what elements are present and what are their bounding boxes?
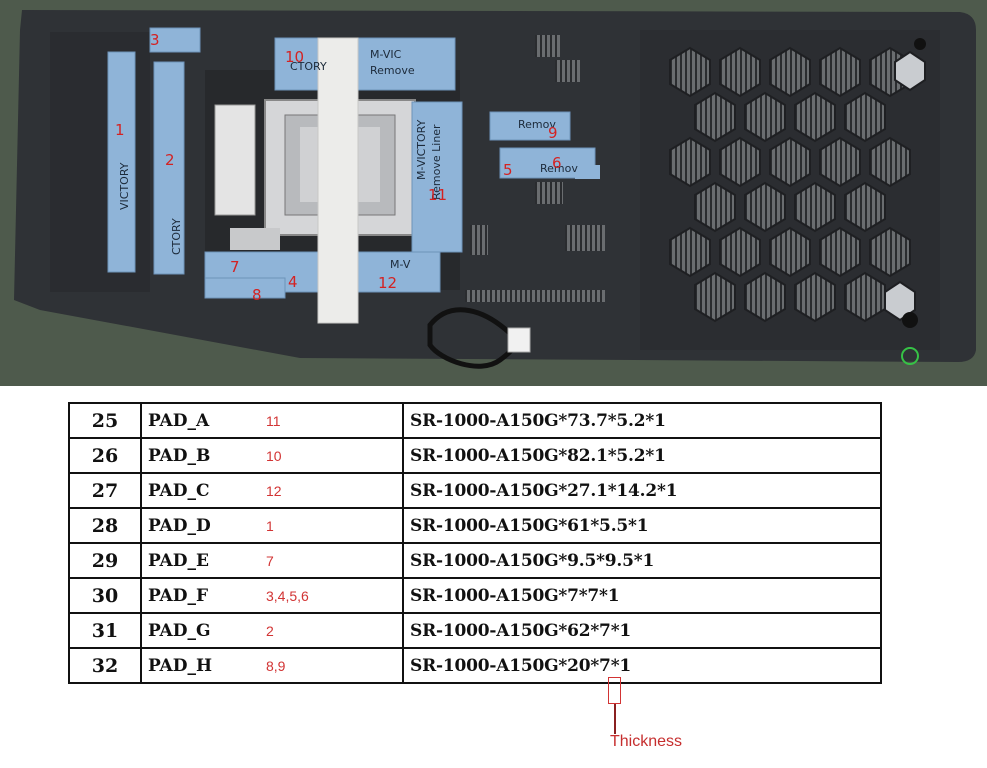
pad-name: PAD_F xyxy=(148,585,209,606)
pad-label-12: 12 xyxy=(378,274,397,292)
pad-label-4: 4 xyxy=(288,273,298,291)
pad-cell: PAD_B 10 xyxy=(140,437,404,474)
row-number: 29 xyxy=(68,542,142,579)
svg-text:M-VIC: M-VIC xyxy=(370,48,402,61)
svg-text:Remove Liner: Remove Liner xyxy=(430,124,443,200)
svg-text:CTORY: CTORY xyxy=(290,60,327,73)
thickness-callout-line xyxy=(614,704,616,734)
svg-text:M-V: M-V xyxy=(390,258,411,271)
highlight-circle xyxy=(901,347,919,365)
pad-label-9: 9 xyxy=(548,124,558,142)
white-tape xyxy=(317,37,359,324)
svg-text:CTORY: CTORY xyxy=(170,218,183,255)
row-number: 28 xyxy=(68,507,142,544)
pad-spec: SR-1000-A150G*9.5*9.5*1 xyxy=(402,542,882,579)
table-row: 30 PAD_F 3,4,5,6 SR-1000-A150G*7*7*1 xyxy=(68,577,882,614)
pad-cell: PAD_A 11 xyxy=(140,402,404,439)
pad-position: 8,9 xyxy=(266,657,286,674)
pad-name: PAD_H xyxy=(148,655,213,676)
pad-label-11: 11 xyxy=(428,186,447,204)
pad-name: PAD_E xyxy=(148,550,209,571)
pad-position: 11 xyxy=(266,412,281,429)
svg-text:VICTORY: VICTORY xyxy=(118,162,131,210)
pad-label-3: 3 xyxy=(150,31,160,49)
blue-tapes xyxy=(107,27,596,299)
pad-cell: PAD_E 7 xyxy=(140,542,404,579)
row-number: 30 xyxy=(68,577,142,614)
pad-cell: PAD_G 2 xyxy=(140,612,404,649)
pad-position: 10 xyxy=(266,447,282,464)
pad-cell: PAD_H 8,9 xyxy=(140,647,404,684)
pad-spec: SR-1000-A150G*62*7*1 xyxy=(402,612,882,649)
table-row: 29 PAD_E 7 SR-1000-A150G*9.5*9.5*1 xyxy=(68,542,882,579)
svg-text:Remov: Remov xyxy=(518,118,556,131)
pad-name: PAD_B xyxy=(148,445,211,466)
pad-position: 3,4,5,6 xyxy=(266,587,309,604)
pad-label-8: 8 xyxy=(252,286,262,304)
cable-connector xyxy=(507,327,531,353)
table-row: 28 PAD_D 1 SR-1000-A150G*61*5.5*1 xyxy=(68,507,882,544)
table-row: 27 PAD_C 12 SR-1000-A150G*27.1*14.2*1 xyxy=(68,472,882,509)
small-fin-blocks xyxy=(465,35,605,302)
pad-label-5: 5 xyxy=(503,161,513,179)
table-row: 31 PAD_G 2 SR-1000-A150G*62*7*1 xyxy=(68,612,882,649)
pad-spec: SR-1000-A150G*61*5.5*1 xyxy=(402,507,882,544)
pad-label-1: 1 xyxy=(115,121,125,139)
backplate-illustration: M-VIC Remove CTORY Remov M-VICTORY Remov… xyxy=(14,10,976,369)
pad-name: PAD_C xyxy=(148,480,210,501)
row-number: 26 xyxy=(68,437,142,474)
thickness-label: Thickness xyxy=(610,733,683,750)
pad-label-7: 7 xyxy=(230,258,240,276)
pad-position: 1 xyxy=(266,517,274,534)
svg-text:Remov: Remov xyxy=(540,162,578,175)
pad-label-10: 10 xyxy=(285,48,304,66)
svg-text:Remove: Remove xyxy=(370,64,415,77)
row-number: 31 xyxy=(68,612,142,649)
pad-spec: SR-1000-A150G*7*7*1 xyxy=(402,577,882,614)
pad-spec: SR-1000-A150G*20*7*1 xyxy=(402,647,882,684)
pad-position: 7 xyxy=(266,552,274,569)
table-row: 25 PAD_A 11 SR-1000-A150G*73.7*5.2*1 xyxy=(68,402,882,439)
row-number: 25 xyxy=(68,402,142,439)
pad-label-6: 6 xyxy=(552,154,562,172)
table-row: 26 PAD_B 10 SR-1000-A150G*82.1*5.2*1 xyxy=(68,437,882,474)
fan-grille xyxy=(640,30,940,365)
pad-name: PAD_A xyxy=(148,410,210,431)
pad-position: 12 xyxy=(266,482,282,499)
svg-text:M-VICTORY: M-VICTORY xyxy=(415,119,428,180)
spec-table-area: 25 PAD_A 11 SR-1000-A150G*73.7*5.2*1 26 P… xyxy=(0,386,987,768)
pad-spec: SR-1000-A150G*73.7*5.2*1 xyxy=(402,402,882,439)
pad-cell: PAD_C 12 xyxy=(140,472,404,509)
thermal-pad-spec-table: 25 PAD_A 11 SR-1000-A150G*73.7*5.2*1 26 P… xyxy=(68,402,882,684)
pad-cell: PAD_F 3,4,5,6 xyxy=(140,577,404,614)
pad-name: PAD_D xyxy=(148,515,211,536)
pad-spec: SR-1000-A150G*82.1*5.2*1 xyxy=(402,437,882,474)
thickness-highlight-box xyxy=(608,677,621,704)
pad-cell: PAD_D 1 xyxy=(140,507,404,544)
row-number: 32 xyxy=(68,647,142,684)
pad-spec: SR-1000-A150G*27.1*14.2*1 xyxy=(402,472,882,509)
pad-label-2: 2 xyxy=(165,151,175,169)
thermal-pad-photo: M-VIC Remove CTORY Remov M-VICTORY Remov… xyxy=(0,0,987,386)
pad-name: PAD_G xyxy=(148,620,211,641)
row-number: 27 xyxy=(68,472,142,509)
pad-position: 2 xyxy=(266,622,274,639)
table-row: 32 PAD_H 8,9 SR-1000-A150G*20*7*1 xyxy=(68,647,882,684)
